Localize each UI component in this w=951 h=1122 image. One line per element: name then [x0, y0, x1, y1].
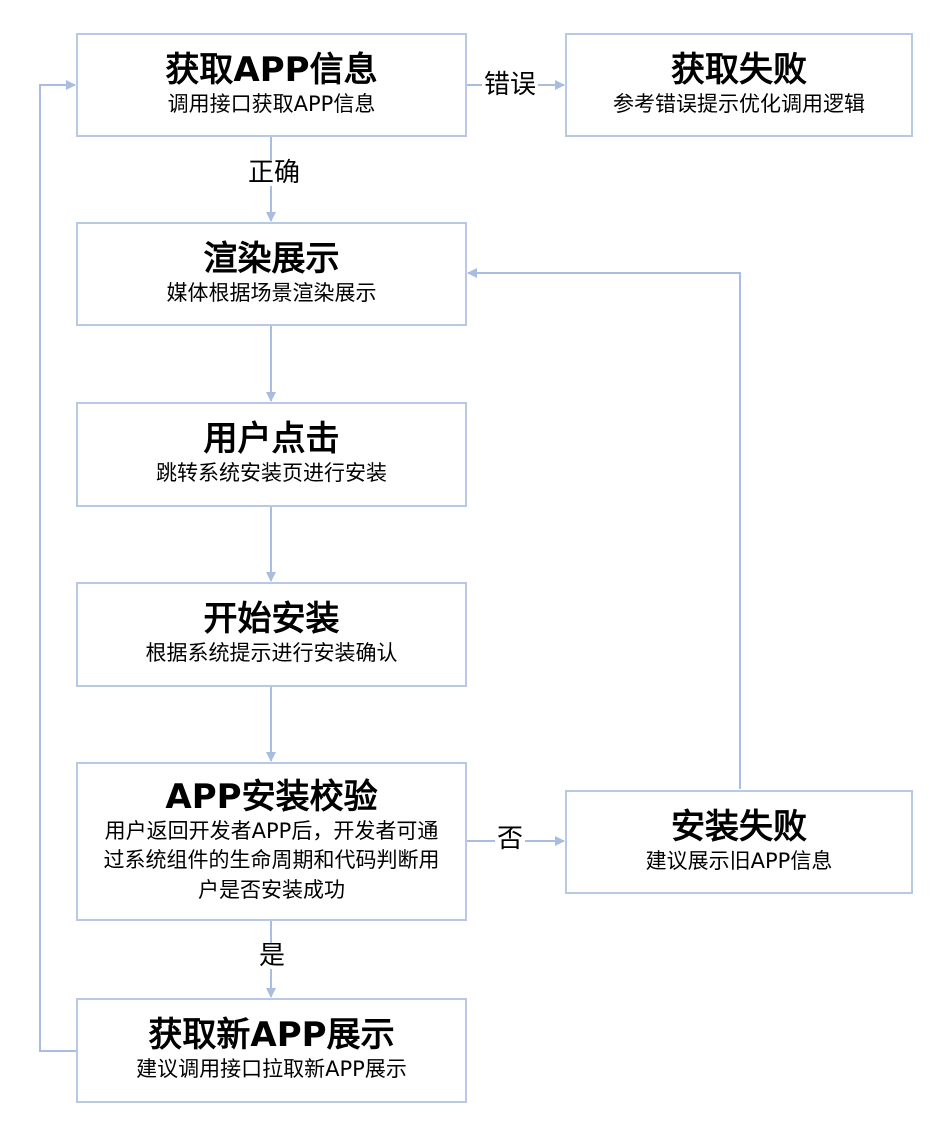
- node-title: 用户点击: [203, 419, 340, 460]
- node-get-new-app: 获取新APP展示 建议调用接口拉取新APP展示: [76, 998, 467, 1103]
- node-get-app-info: 获取APP信息 调用接口获取APP信息: [76, 33, 467, 137]
- node-subtitle: 建议调用接口拉取新APP展示: [136, 1057, 407, 1082]
- node-user-click: 用户点击 跳转系统安装页进行安装: [76, 402, 467, 507]
- node-subtitle: 调用接口获取APP信息: [167, 91, 376, 116]
- node-subtitle: 跳转系统安装页进行安装: [156, 461, 387, 486]
- node-render: 渲染展示 媒体根据场景渲染展示: [76, 222, 467, 326]
- node-title: 获取失败: [671, 49, 807, 90]
- node-title: 开始安装: [203, 599, 340, 640]
- edge-label-no: 否: [495, 824, 526, 854]
- node-title: 获取新APP展示: [148, 1015, 395, 1056]
- edge-installfail-to-render: [467, 268, 741, 789]
- node-subtitle: 建议展示旧APP信息: [645, 848, 833, 873]
- node-title: 获取APP信息: [165, 49, 378, 90]
- node-subtitle: 根据系统提示进行安装确认: [145, 641, 398, 666]
- edge-label-error: 错误: [482, 70, 539, 100]
- edge-getnew-to-info: [39, 80, 77, 1052]
- node-verify: APP安装校验 用户返回开发者APP后，开发者可通过系统组件的生命周期和代码判断…: [76, 762, 467, 921]
- node-get-fail: 获取失败 参考错误提示优化调用逻辑: [565, 33, 913, 137]
- edge-label-correct: 正确: [246, 158, 303, 188]
- node-subtitle: 媒体根据场景渲染展示: [166, 280, 377, 305]
- edge-label-yes: 是: [257, 941, 288, 971]
- node-subtitle: 用户返回开发者APP后，开发者可通过系统组件的生命周期和代码判断用户是否安装成功: [103, 818, 440, 902]
- node-install-fail: 安装失败 建议展示旧APP信息: [565, 790, 913, 894]
- node-title: 渲染展示: [203, 238, 340, 279]
- node-start-install: 开始安装 根据系统提示进行安装确认: [76, 582, 467, 687]
- node-title: APP安装校验: [165, 776, 378, 817]
- node-title: 安装失败: [671, 806, 807, 847]
- node-subtitle: 参考错误提示优化调用逻辑: [613, 91, 865, 116]
